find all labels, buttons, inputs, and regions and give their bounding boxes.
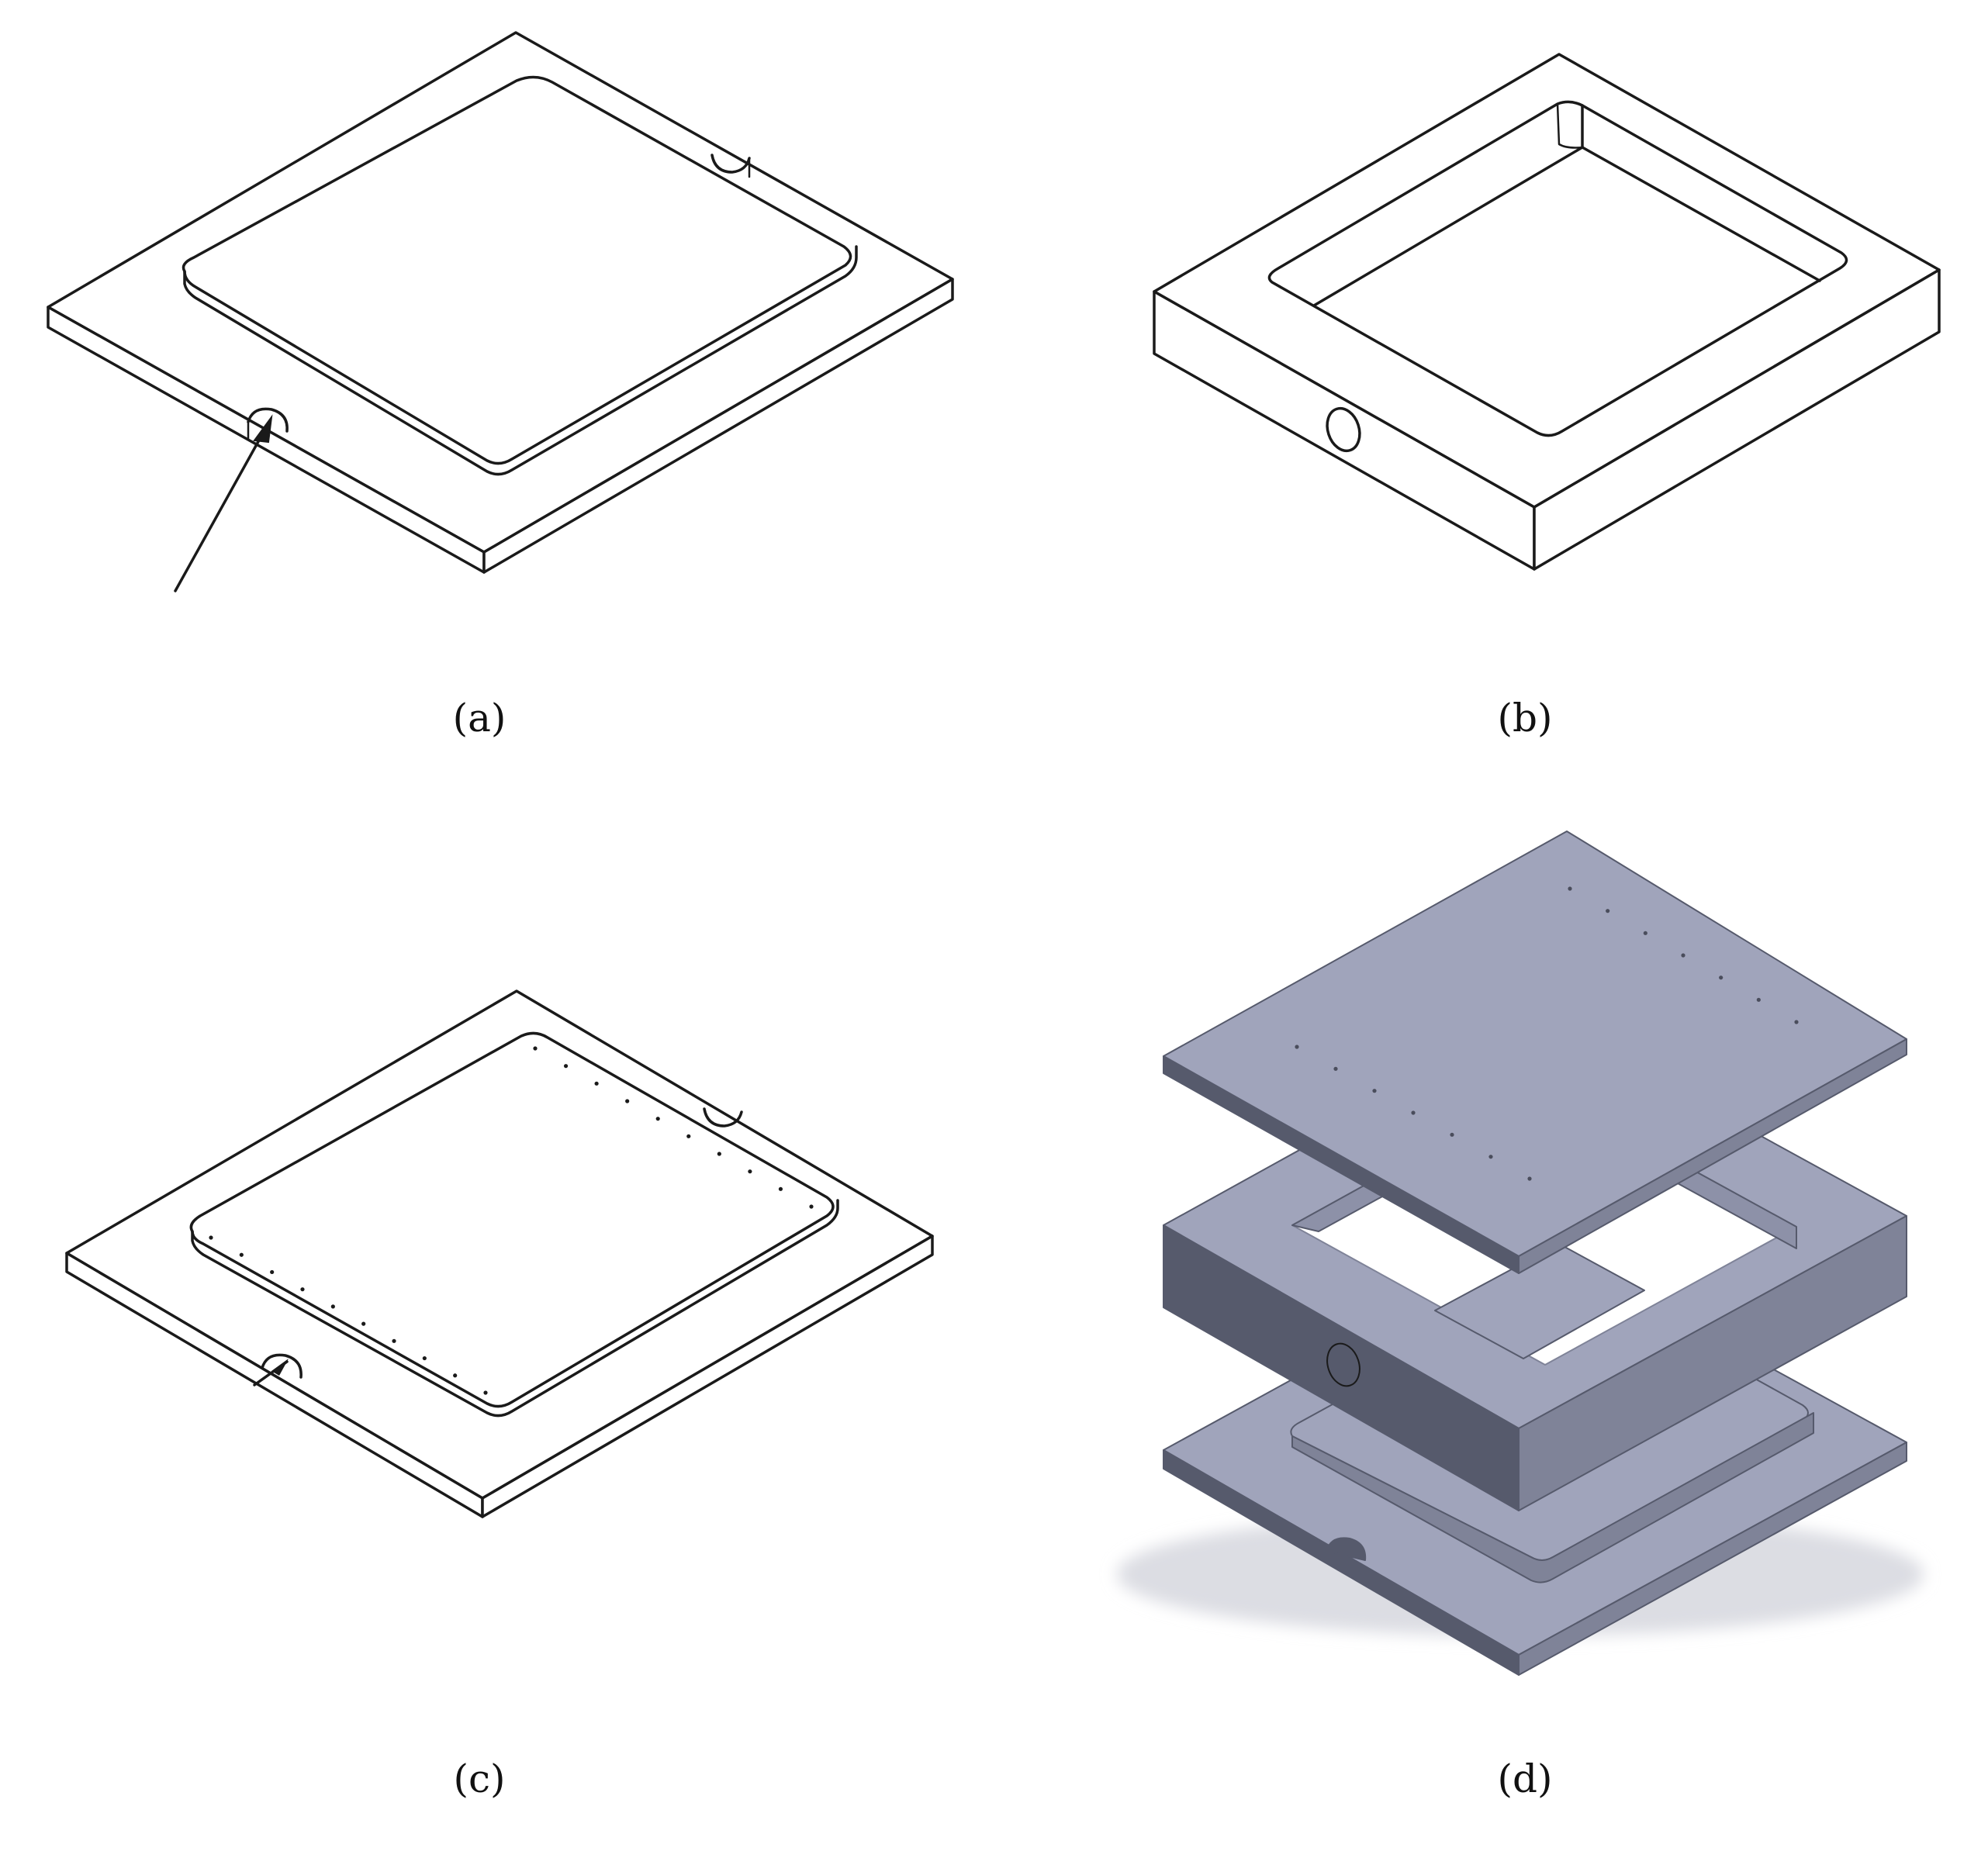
top-plate-back-pin <box>1794 1020 1799 1024</box>
plate-c-arrowhead <box>271 1359 289 1376</box>
plate-c-pad-top <box>189 1031 835 1408</box>
top-plate-back-pin <box>1568 886 1572 891</box>
top-plate-back-pin <box>1756 997 1761 1002</box>
bottom-plate-pad-side <box>1291 1412 1814 1583</box>
plate-c-front-pin <box>209 1235 213 1240</box>
plate-c-front-pin <box>422 1355 427 1361</box>
caption-c: (c) <box>453 1756 506 1801</box>
bottom-plate-notch <box>1326 1537 1367 1561</box>
plate-c-front-pin <box>300 1287 305 1292</box>
plate-c-front-pin <box>361 1321 366 1326</box>
plate-c-front-pin <box>330 1304 335 1309</box>
caption-a: (a) <box>452 696 507 741</box>
top-plate-front-pin <box>1372 1089 1377 1093</box>
plate-a-pad-top <box>182 75 852 465</box>
plate-a-side-right <box>482 278 954 574</box>
top-plate-front-pin <box>1488 1155 1493 1159</box>
plate-a-pad-side <box>183 245 858 476</box>
plate-c-back-pin <box>533 1046 538 1051</box>
plate-a-notch-left <box>247 407 289 433</box>
plate-c-front-pin <box>392 1338 396 1343</box>
plate-c-front-pin <box>239 1252 244 1257</box>
plate-c-back-pin <box>686 1134 691 1138</box>
plate-a-arrow-shaft <box>174 422 270 592</box>
top-plate-front-pin <box>1411 1110 1416 1115</box>
caption-b: (b) <box>1497 696 1553 741</box>
plate-c-back-pin <box>594 1081 599 1086</box>
frame-d-port-hole <box>1326 1342 1360 1387</box>
top-plate-pin-group <box>1295 886 1799 1181</box>
plate-c-front-pin <box>453 1373 458 1378</box>
plate-c-back-pin <box>778 1186 783 1191</box>
plate-c-pin-group <box>209 1046 814 1395</box>
plate-c-pad-side <box>191 1199 839 1418</box>
caption-d: (d) <box>1497 1756 1553 1801</box>
plate-a-notch-right <box>710 154 751 174</box>
frame-b-inner-corner <box>1556 102 1584 149</box>
top-plate-back-pin <box>1606 909 1610 913</box>
plate-c-back-pin <box>655 1117 660 1121</box>
top-plate-front-pin <box>1527 1176 1532 1181</box>
plate-c-back-pin <box>563 1064 569 1069</box>
top-plate-side-right <box>1518 1038 1907 1274</box>
plate-c-front-pin <box>483 1390 488 1395</box>
top-plate-back-pin <box>1681 953 1685 958</box>
frame-b-inner-wall-back-right <box>1581 146 1821 282</box>
plate-c-front-pin <box>270 1269 275 1275</box>
bottom-plate-side-right <box>1518 1442 1907 1676</box>
frame-d-side-right <box>1518 1215 1907 1511</box>
top-plate-back-pin <box>1643 931 1647 935</box>
top-plate-front-pin <box>1450 1132 1454 1137</box>
plate-a-arrowhead <box>253 414 273 444</box>
plate-c-notch-left <box>261 1353 303 1379</box>
plate-c-side-right <box>481 1235 934 1518</box>
frame-b-port-hole <box>1326 406 1361 453</box>
plate-c-back-pin <box>625 1099 630 1103</box>
frame-b-opening <box>1267 100 1848 437</box>
top-plate-back-pin <box>1719 976 1724 980</box>
top-plate-front-pin <box>1295 1045 1299 1049</box>
plate-c-notch-right <box>703 1107 743 1128</box>
top-plate-front-pin <box>1333 1066 1338 1071</box>
frame-b-side-right <box>1533 268 1941 571</box>
plate-c-back-pin <box>717 1152 721 1156</box>
plate-c-back-pin <box>809 1204 814 1209</box>
plate-c-back-pin <box>748 1169 752 1174</box>
